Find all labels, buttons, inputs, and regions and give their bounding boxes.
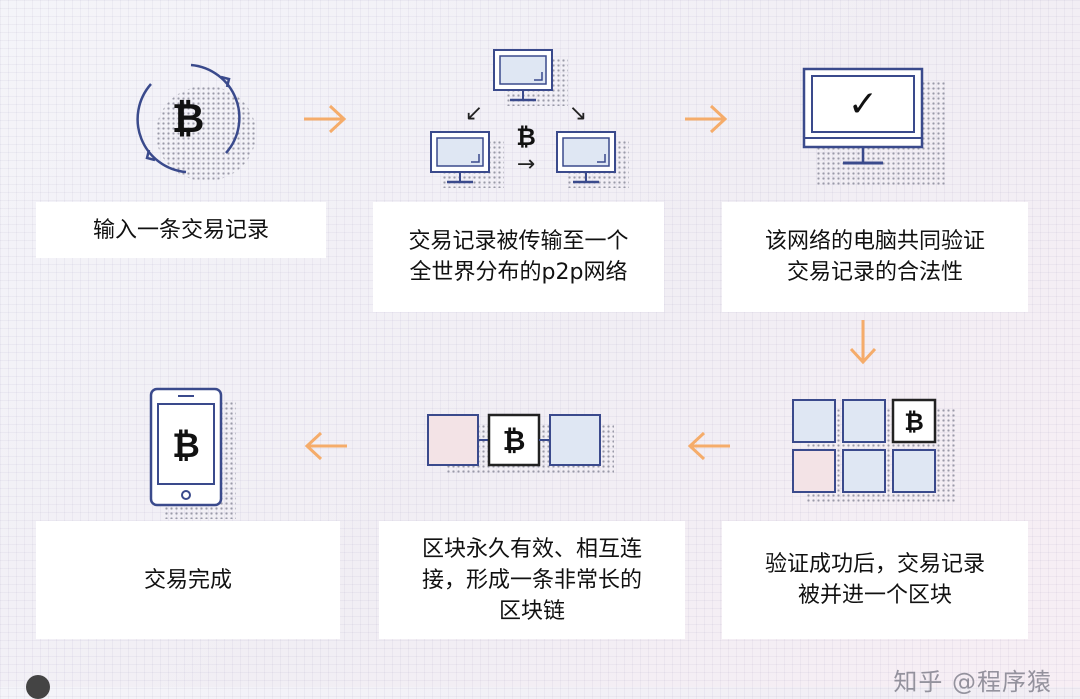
step-3-line-1: 该网络的电脑共同验证 (764, 229, 985, 254)
diagram-canvas: ₿ 输入一条交易记录 (6, 6, 1074, 687)
step-4-line-2: 被并进一个区块 (797, 583, 952, 608)
step-3-line-2: 交易记录的合法性 (786, 260, 963, 285)
stipple-shadow (156, 86, 256, 181)
step-4-box: 验证成功后，交易记录 被并进一个区块 (722, 521, 1028, 639)
computer-icon (430, 131, 490, 184)
bitcoin-symbol: ₿ (503, 424, 526, 457)
step-5-line-3: 区块链 (498, 598, 565, 624)
step-5-line-1: 区块永久有效、相互连 (421, 536, 642, 562)
arrow-left-1 (687, 431, 730, 461)
check-icon: ✓ (848, 84, 878, 125)
step-2-line-1: 交易记录被传输至一个 (408, 229, 629, 254)
computer-icon (556, 131, 616, 184)
arrow-down (849, 320, 877, 365)
step-5-line-2: 接，形成一条非常长的 (421, 567, 642, 593)
block-grid-icon: ₿ (792, 398, 937, 493)
arrow-down-left-glyph: ↙ (465, 101, 483, 126)
arrow-left-2 (304, 431, 347, 461)
step-6-text: 交易完成 (143, 567, 232, 593)
bitcoin-symbol: ₿ (172, 426, 200, 466)
step-1-text: 输入一条交易记录 (92, 217, 269, 243)
bitcoin-symbol: ₿ (172, 96, 205, 142)
avatar (26, 675, 50, 699)
arrow-right-2 (685, 104, 728, 134)
step-2-box: 交易记录被传输至一个 全世界分布的p2p网络 (373, 202, 664, 312)
arrow-right-1 (304, 104, 347, 134)
blockchain-icon: ₿ (427, 413, 601, 467)
bitcoin-cycle-icon: ₿ (136, 63, 241, 174)
step-1-box: 输入一条交易记录 (36, 202, 326, 258)
step-3-box: 该网络的电脑共同验证 交易记录的合法性 (722, 202, 1028, 312)
verified-monitor-icon: ✓ (802, 67, 924, 165)
step-5-box: 区块永久有效、相互连 接，形成一条非常长的 区块链 (379, 521, 685, 639)
computer-icon (493, 49, 553, 102)
step-2-line-2: 全世界分布的p2p网络 (409, 260, 628, 285)
p2p-network-icon: ↙ ↘ ₿ → (430, 49, 616, 184)
step-4-line-1: 验证成功后，交易记录 (764, 552, 985, 577)
step-6-box: 交易完成 (36, 521, 340, 639)
arrow-right-glyph: → (517, 152, 535, 177)
watermark: 知乎 @程序猿 (893, 668, 1052, 696)
bitcoin-symbol: ₿ (904, 408, 924, 436)
bitcoin-symbol: ₿ (516, 123, 536, 151)
smartphone-icon: ₿ (149, 387, 223, 507)
arrow-down-right-glyph: ↘ (569, 101, 587, 126)
